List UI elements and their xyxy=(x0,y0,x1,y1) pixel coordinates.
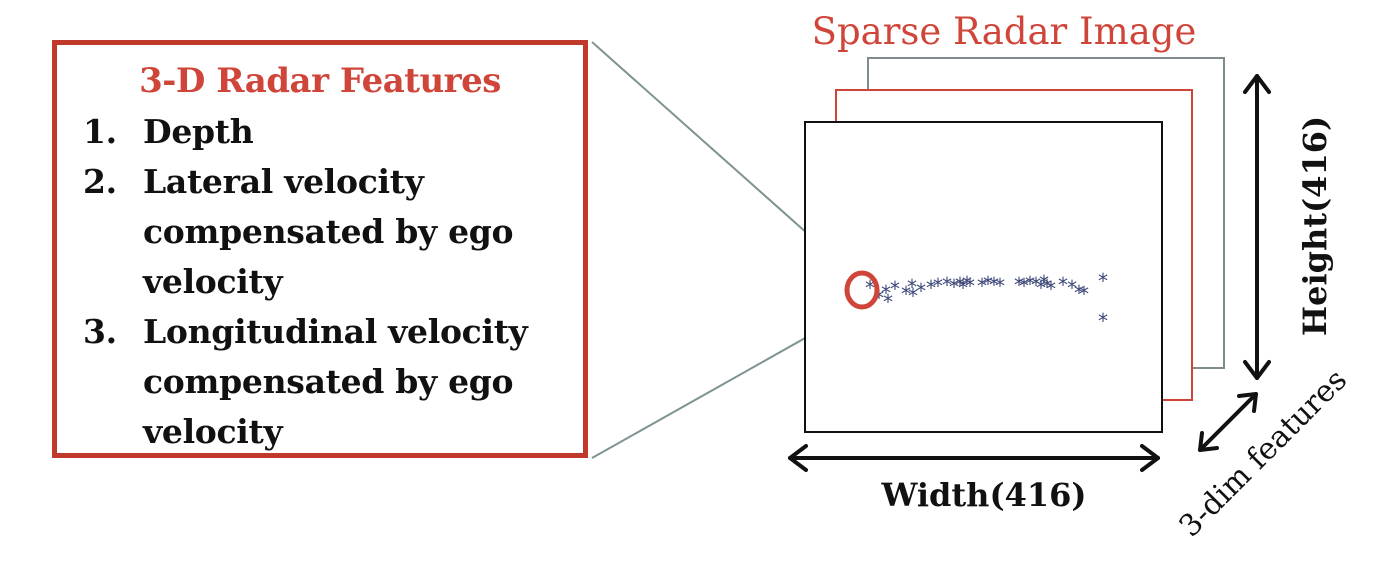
radar-points: *********************************** xyxy=(865,269,1108,333)
radar-point: * xyxy=(1042,275,1052,299)
radar-point: * xyxy=(1039,271,1049,295)
radar-features-box: 3-D Radar Features 1. Depth 2. Lateral v… xyxy=(52,40,588,458)
radar-point: * xyxy=(965,274,975,298)
radar-point: * xyxy=(1079,282,1089,306)
feature-item-lateral-velocity: 2. Lateral velocity compensated by ego v… xyxy=(83,157,543,307)
depth-label: 3-dim features xyxy=(1173,363,1354,544)
radar-point: * xyxy=(907,275,917,299)
radar-point: * xyxy=(1031,273,1041,297)
radar-point: * xyxy=(1098,269,1108,293)
radar-point: * xyxy=(983,272,993,296)
feature-number: 3. xyxy=(83,312,117,351)
feature-item-depth: 1. Depth xyxy=(83,107,543,157)
radar-point: * xyxy=(949,275,959,299)
radar-point: * xyxy=(958,276,968,300)
width-label: Width(416) xyxy=(880,476,1086,514)
radar-point: * xyxy=(1046,277,1056,301)
radar-point: * xyxy=(995,274,1005,298)
radar-point: * xyxy=(1014,273,1024,297)
radar-point: * xyxy=(916,279,926,303)
feature-text: Lateral velocity compensated by ego velo… xyxy=(143,162,514,301)
radar-point: * xyxy=(1074,281,1084,305)
radar-point: * xyxy=(1058,273,1068,297)
radar-layer-front xyxy=(804,121,1163,433)
width-arrow xyxy=(788,444,1160,472)
feature-number: 2. xyxy=(83,162,117,201)
depth-arrow xyxy=(1198,392,1258,452)
radar-image-title: Sparse Radar Image xyxy=(812,10,1197,53)
feature-item-longitudinal-velocity: 3. Longitudinal velocity compensated by … xyxy=(83,307,543,457)
radar-point: * xyxy=(962,272,972,296)
radar-point: * xyxy=(1025,272,1035,296)
radar-point: * xyxy=(933,274,943,298)
radar-point: * xyxy=(874,286,884,310)
radar-point: * xyxy=(1067,276,1077,300)
features-title: 3-D Radar Features xyxy=(139,61,501,101)
radar-point: * xyxy=(1036,276,1046,300)
radar-point: * xyxy=(1098,309,1108,333)
radar-point: * xyxy=(989,273,999,297)
radar-point: * xyxy=(955,273,965,297)
radar-point: * xyxy=(881,281,891,305)
radar-point: * xyxy=(890,277,900,301)
radar-point: * xyxy=(865,276,875,300)
feature-text: Depth xyxy=(143,112,254,151)
features-list: 1. Depth 2. Lateral velocity compensated… xyxy=(83,107,543,457)
radar-point: * xyxy=(883,290,893,314)
radar-point: * xyxy=(1019,274,1029,298)
radar-point: * xyxy=(901,282,911,306)
radar-point: * xyxy=(926,276,936,300)
feature-text: Longitudinal velocity compensated by ego… xyxy=(143,312,528,451)
height-arrow xyxy=(1243,74,1271,380)
radar-point: * xyxy=(908,284,918,308)
feature-number: 1. xyxy=(83,112,117,151)
height-label: Height(416) xyxy=(1296,116,1334,336)
radar-point: * xyxy=(977,274,987,298)
highlight-circle xyxy=(844,270,880,310)
radar-point: * xyxy=(942,273,952,297)
